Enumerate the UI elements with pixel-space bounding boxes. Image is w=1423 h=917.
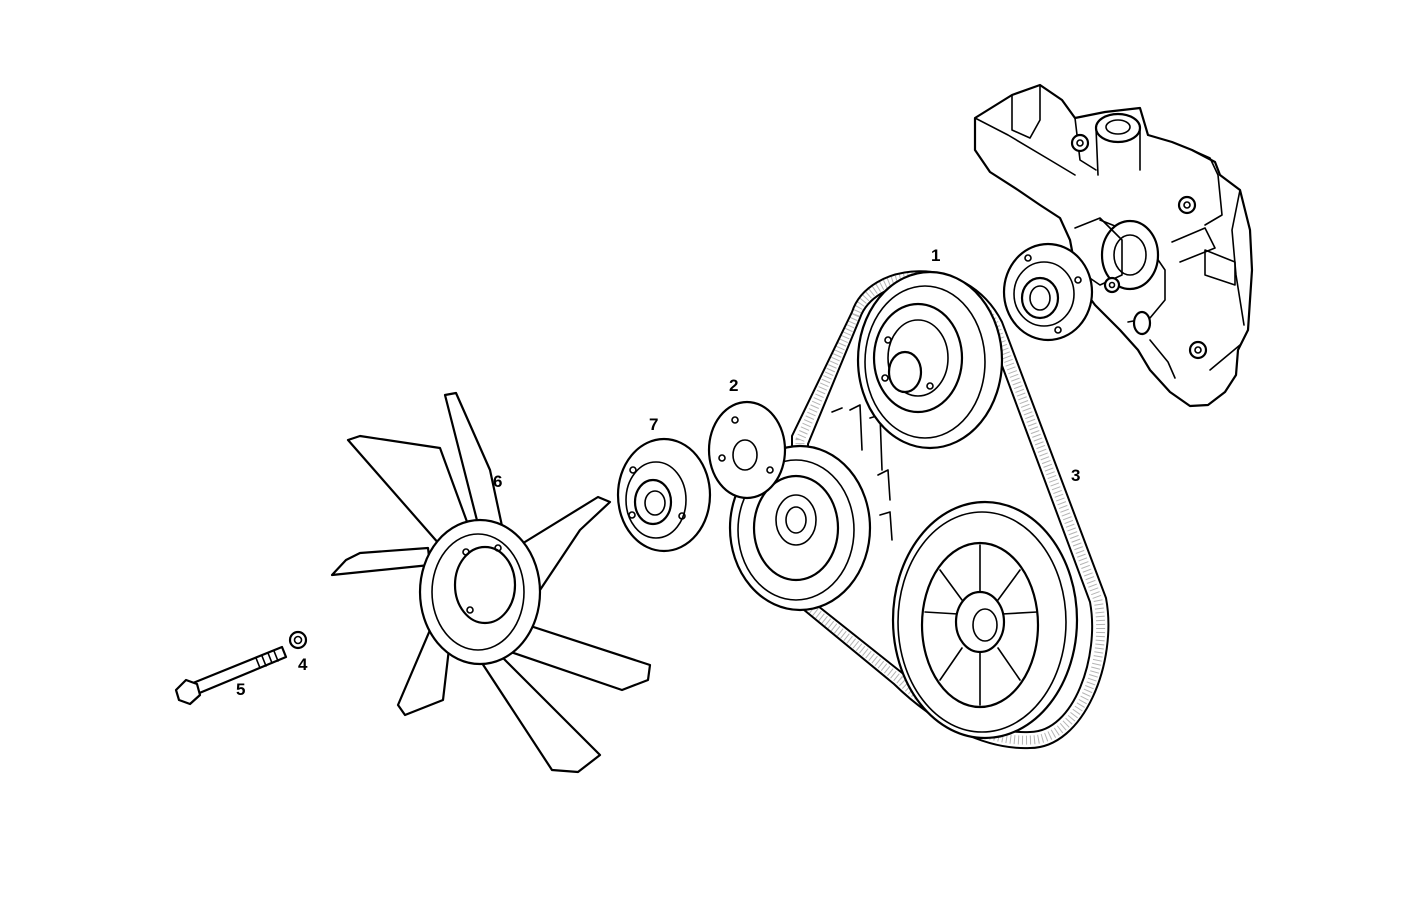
fan-blade bbox=[330, 546, 432, 577]
spacer-plate-item-2 bbox=[707, 400, 787, 500]
pulley-item-1 bbox=[856, 270, 1004, 450]
bolt-item-5 bbox=[174, 645, 288, 706]
callouts: 1 2 3 4 5 6 7 bbox=[236, 246, 1080, 699]
hub-spacer-item-7 bbox=[616, 437, 712, 553]
callout-6: 6 bbox=[493, 472, 502, 491]
callout-7: 7 bbox=[649, 415, 658, 434]
callout-3: 3 bbox=[1071, 466, 1080, 485]
crankshaft-pulley bbox=[891, 500, 1079, 740]
callout-5: 5 bbox=[236, 680, 245, 699]
callout-2: 2 bbox=[729, 376, 738, 395]
callout-4: 4 bbox=[298, 655, 308, 674]
cooling-fan-item-6 bbox=[330, 391, 652, 774]
callout-1: 1 bbox=[931, 246, 940, 265]
water-pump-housing bbox=[973, 83, 1254, 408]
nut-item-4 bbox=[288, 630, 308, 650]
